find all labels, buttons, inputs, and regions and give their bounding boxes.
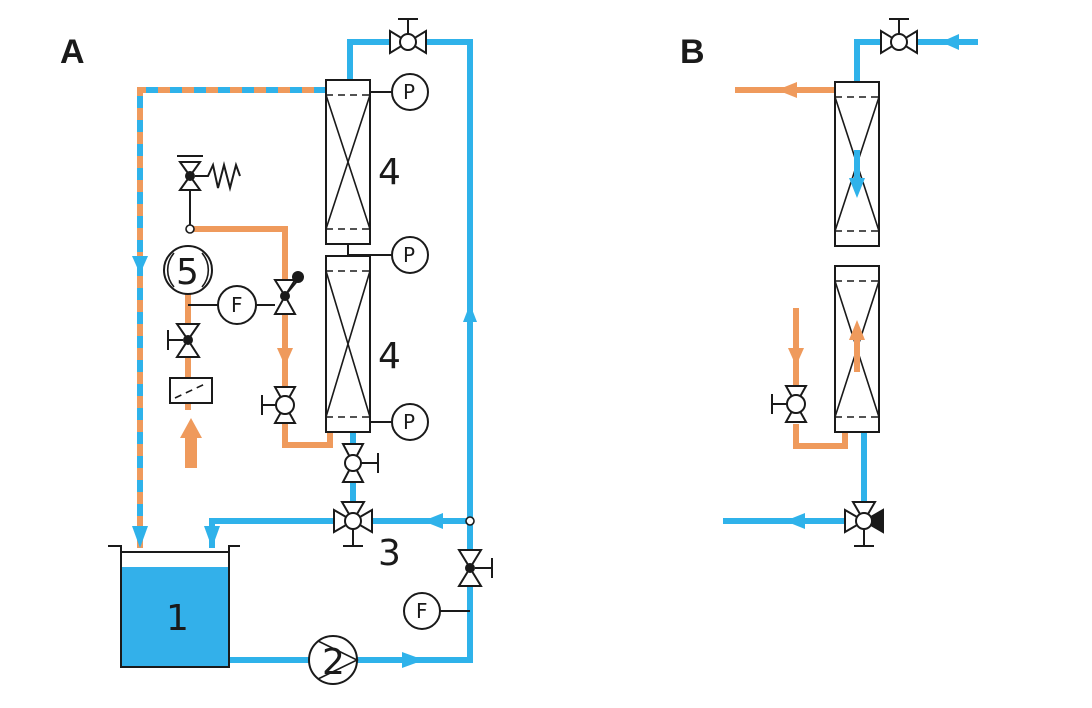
flow-arrow-icon <box>180 418 202 468</box>
flow-arrow-icon <box>423 513 443 529</box>
compressor-icon: 5 <box>163 245 213 295</box>
flow-arrow-icon <box>132 526 148 548</box>
valve-3-number: 3 <box>378 533 401 574</box>
svg-text:P: P <box>403 243 415 267</box>
flow-arrow-icon <box>941 34 959 50</box>
pressure-gauge-icon: P <box>348 236 429 274</box>
pressure-gauge-icon: P <box>370 403 429 441</box>
filter-icon <box>169 377 213 404</box>
valve-icon <box>167 323 201 358</box>
flow-arrow-icon <box>204 526 220 548</box>
three-way-valve-icon: 3 <box>333 501 401 574</box>
flow-arrow-icon <box>277 348 293 366</box>
flow-arrows-b <box>777 34 959 529</box>
valve-icon <box>771 385 808 423</box>
pump-number: 2 <box>322 642 345 683</box>
svg-text:F: F <box>231 293 243 317</box>
valve-icon <box>341 443 379 483</box>
column-top <box>325 79 371 245</box>
panel-label-a: A <box>60 33 85 71</box>
compressor-number: 5 <box>176 252 199 293</box>
tank: 1 <box>108 545 240 668</box>
flow-arrows-a <box>132 256 477 668</box>
svg-text:P: P <box>403 80 415 104</box>
pressure-gauge-icon: P <box>370 73 429 111</box>
flow-arrow-icon <box>777 82 797 98</box>
flow-meter-icon: F <box>403 592 470 630</box>
flow-arrow-icon <box>402 652 424 668</box>
valve-icon <box>880 18 918 55</box>
valve-icon <box>389 18 427 55</box>
svg-text:P: P <box>403 410 415 434</box>
flow-arrow-icon <box>785 513 805 529</box>
check-valve-icon <box>273 271 304 315</box>
mixed-return-pipe <box>137 87 326 548</box>
flow-arrow-icon <box>849 320 865 340</box>
flow-arrow-icon <box>849 178 865 198</box>
column-bottom-number: 4 <box>378 336 401 377</box>
three-way-valve-icon <box>844 501 884 547</box>
spring-relief-valve-icon <box>177 155 241 192</box>
column-bottom <box>325 255 371 433</box>
flow-meter-icon: F <box>188 285 275 325</box>
flow-arrow-icon <box>463 304 477 322</box>
flow-arrow-icon <box>132 256 148 274</box>
column-top-number: 4 <box>378 152 401 193</box>
flow-arrow-icon <box>788 348 804 366</box>
valve-icon <box>261 386 297 424</box>
valve-icon <box>457 549 493 587</box>
pump: 2 <box>308 635 359 685</box>
panel-label-b: B <box>680 33 705 71</box>
tank-number: 1 <box>166 598 189 639</box>
column-b-top <box>834 81 880 247</box>
svg-text:F: F <box>416 599 428 623</box>
